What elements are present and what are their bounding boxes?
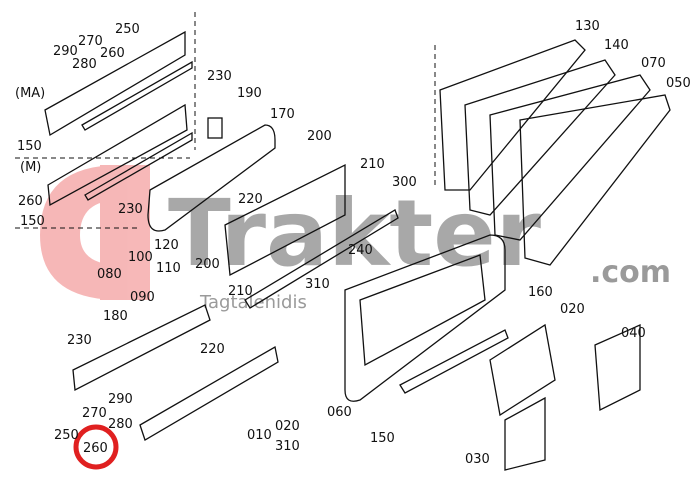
callout: 220	[200, 342, 225, 357]
callout: 040	[621, 326, 646, 341]
callout: 240	[348, 243, 373, 258]
callout: 260	[18, 194, 43, 209]
callout: 020	[560, 302, 585, 317]
watermark-logo	[40, 165, 150, 300]
callout: 280	[72, 57, 97, 72]
callout: 200	[195, 257, 220, 272]
watermark-owner: Tagtalenidis	[199, 292, 307, 313]
callout: 070	[641, 56, 666, 71]
callout-labels: (MA) (M) 290 270 250 260 280 150 260 150…	[15, 19, 691, 467]
callout: 020	[275, 419, 300, 434]
callout: 150	[20, 214, 45, 229]
callout: 160	[528, 285, 553, 300]
callout: 290	[53, 44, 78, 59]
callout: 100	[128, 250, 153, 265]
callout: 080	[97, 267, 122, 282]
callout: 230	[118, 202, 143, 217]
callout: 230	[207, 69, 232, 84]
callout: 250	[115, 22, 140, 37]
callout: 300	[392, 175, 417, 190]
callout: 230	[67, 333, 92, 348]
callout: 280	[108, 417, 133, 432]
highlight-circle	[73, 424, 119, 470]
callout: 310	[275, 439, 300, 454]
highlighted-callout-260: 260	[83, 441, 108, 456]
callout: 130	[575, 19, 600, 34]
callout: 210	[360, 157, 385, 172]
callout: 260	[100, 46, 125, 61]
callout: 010	[247, 428, 272, 443]
callout: 180	[103, 309, 128, 324]
callout: 190	[237, 86, 262, 101]
callout: 270	[78, 34, 103, 49]
callout: 050	[666, 76, 691, 91]
callout: 310	[305, 277, 330, 292]
callout: 250	[54, 428, 79, 443]
callout: 210	[228, 284, 253, 299]
callout: 150	[17, 139, 42, 154]
variant-m: (M)	[20, 160, 41, 175]
callout: 120	[154, 238, 179, 253]
callout: 030	[465, 452, 490, 467]
callout: 140	[604, 38, 629, 53]
callout: 170	[270, 107, 295, 122]
callout: 110	[156, 261, 181, 276]
callout: 060	[327, 405, 352, 420]
callout: 220	[238, 192, 263, 207]
callout: 150	[370, 431, 395, 446]
watermark-domain: .com	[590, 255, 671, 290]
callout: 270	[82, 406, 107, 421]
callout: 200	[307, 129, 332, 144]
callout: 090	[130, 290, 155, 305]
variant-ma: (MA)	[15, 86, 45, 101]
callout: 290	[108, 392, 133, 407]
